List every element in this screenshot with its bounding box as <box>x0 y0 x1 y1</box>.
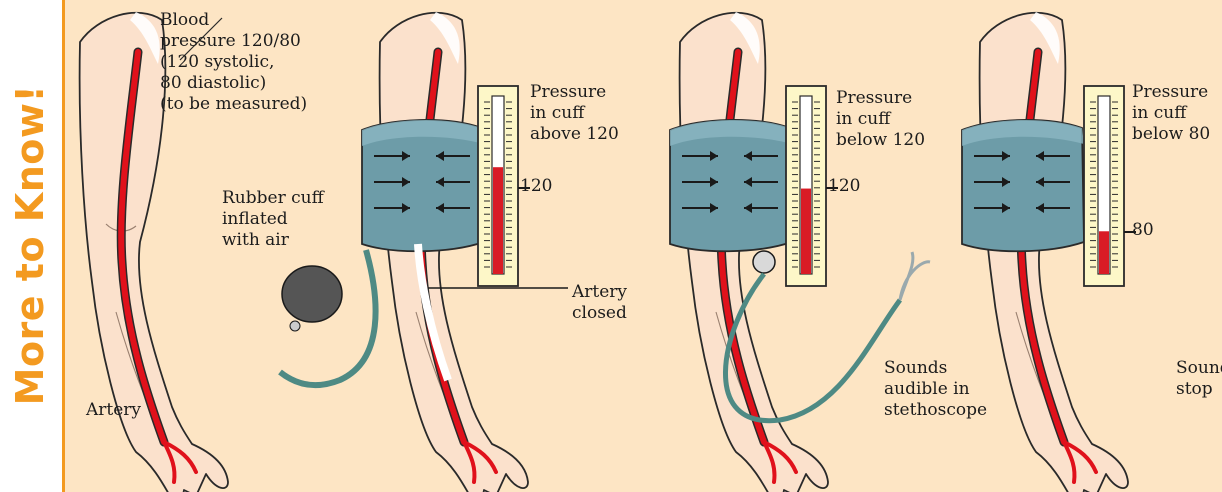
stethoscope-chestpiece <box>753 251 775 273</box>
cuff-1 <box>362 120 484 251</box>
gauge-1-tick-label: 120 <box>520 176 552 196</box>
label-artery: Artery <box>86 400 141 421</box>
more-to-know-title: More to Know! <box>8 85 52 406</box>
cuff-3 <box>962 120 1084 251</box>
gauge-mercury <box>1099 231 1109 274</box>
gauge-mercury <box>801 189 811 274</box>
inflation-bulb <box>282 266 342 322</box>
bulb-valve <box>290 321 300 331</box>
side-divider <box>62 0 65 492</box>
label-sounds-stop: Soundsstop <box>1176 358 1222 400</box>
gauge-2-tick-label: 120 <box>828 176 860 196</box>
gauge-3-tick-label: 80 <box>1132 220 1154 240</box>
gauge-mercury <box>493 167 503 274</box>
cuff-2 <box>670 120 792 251</box>
